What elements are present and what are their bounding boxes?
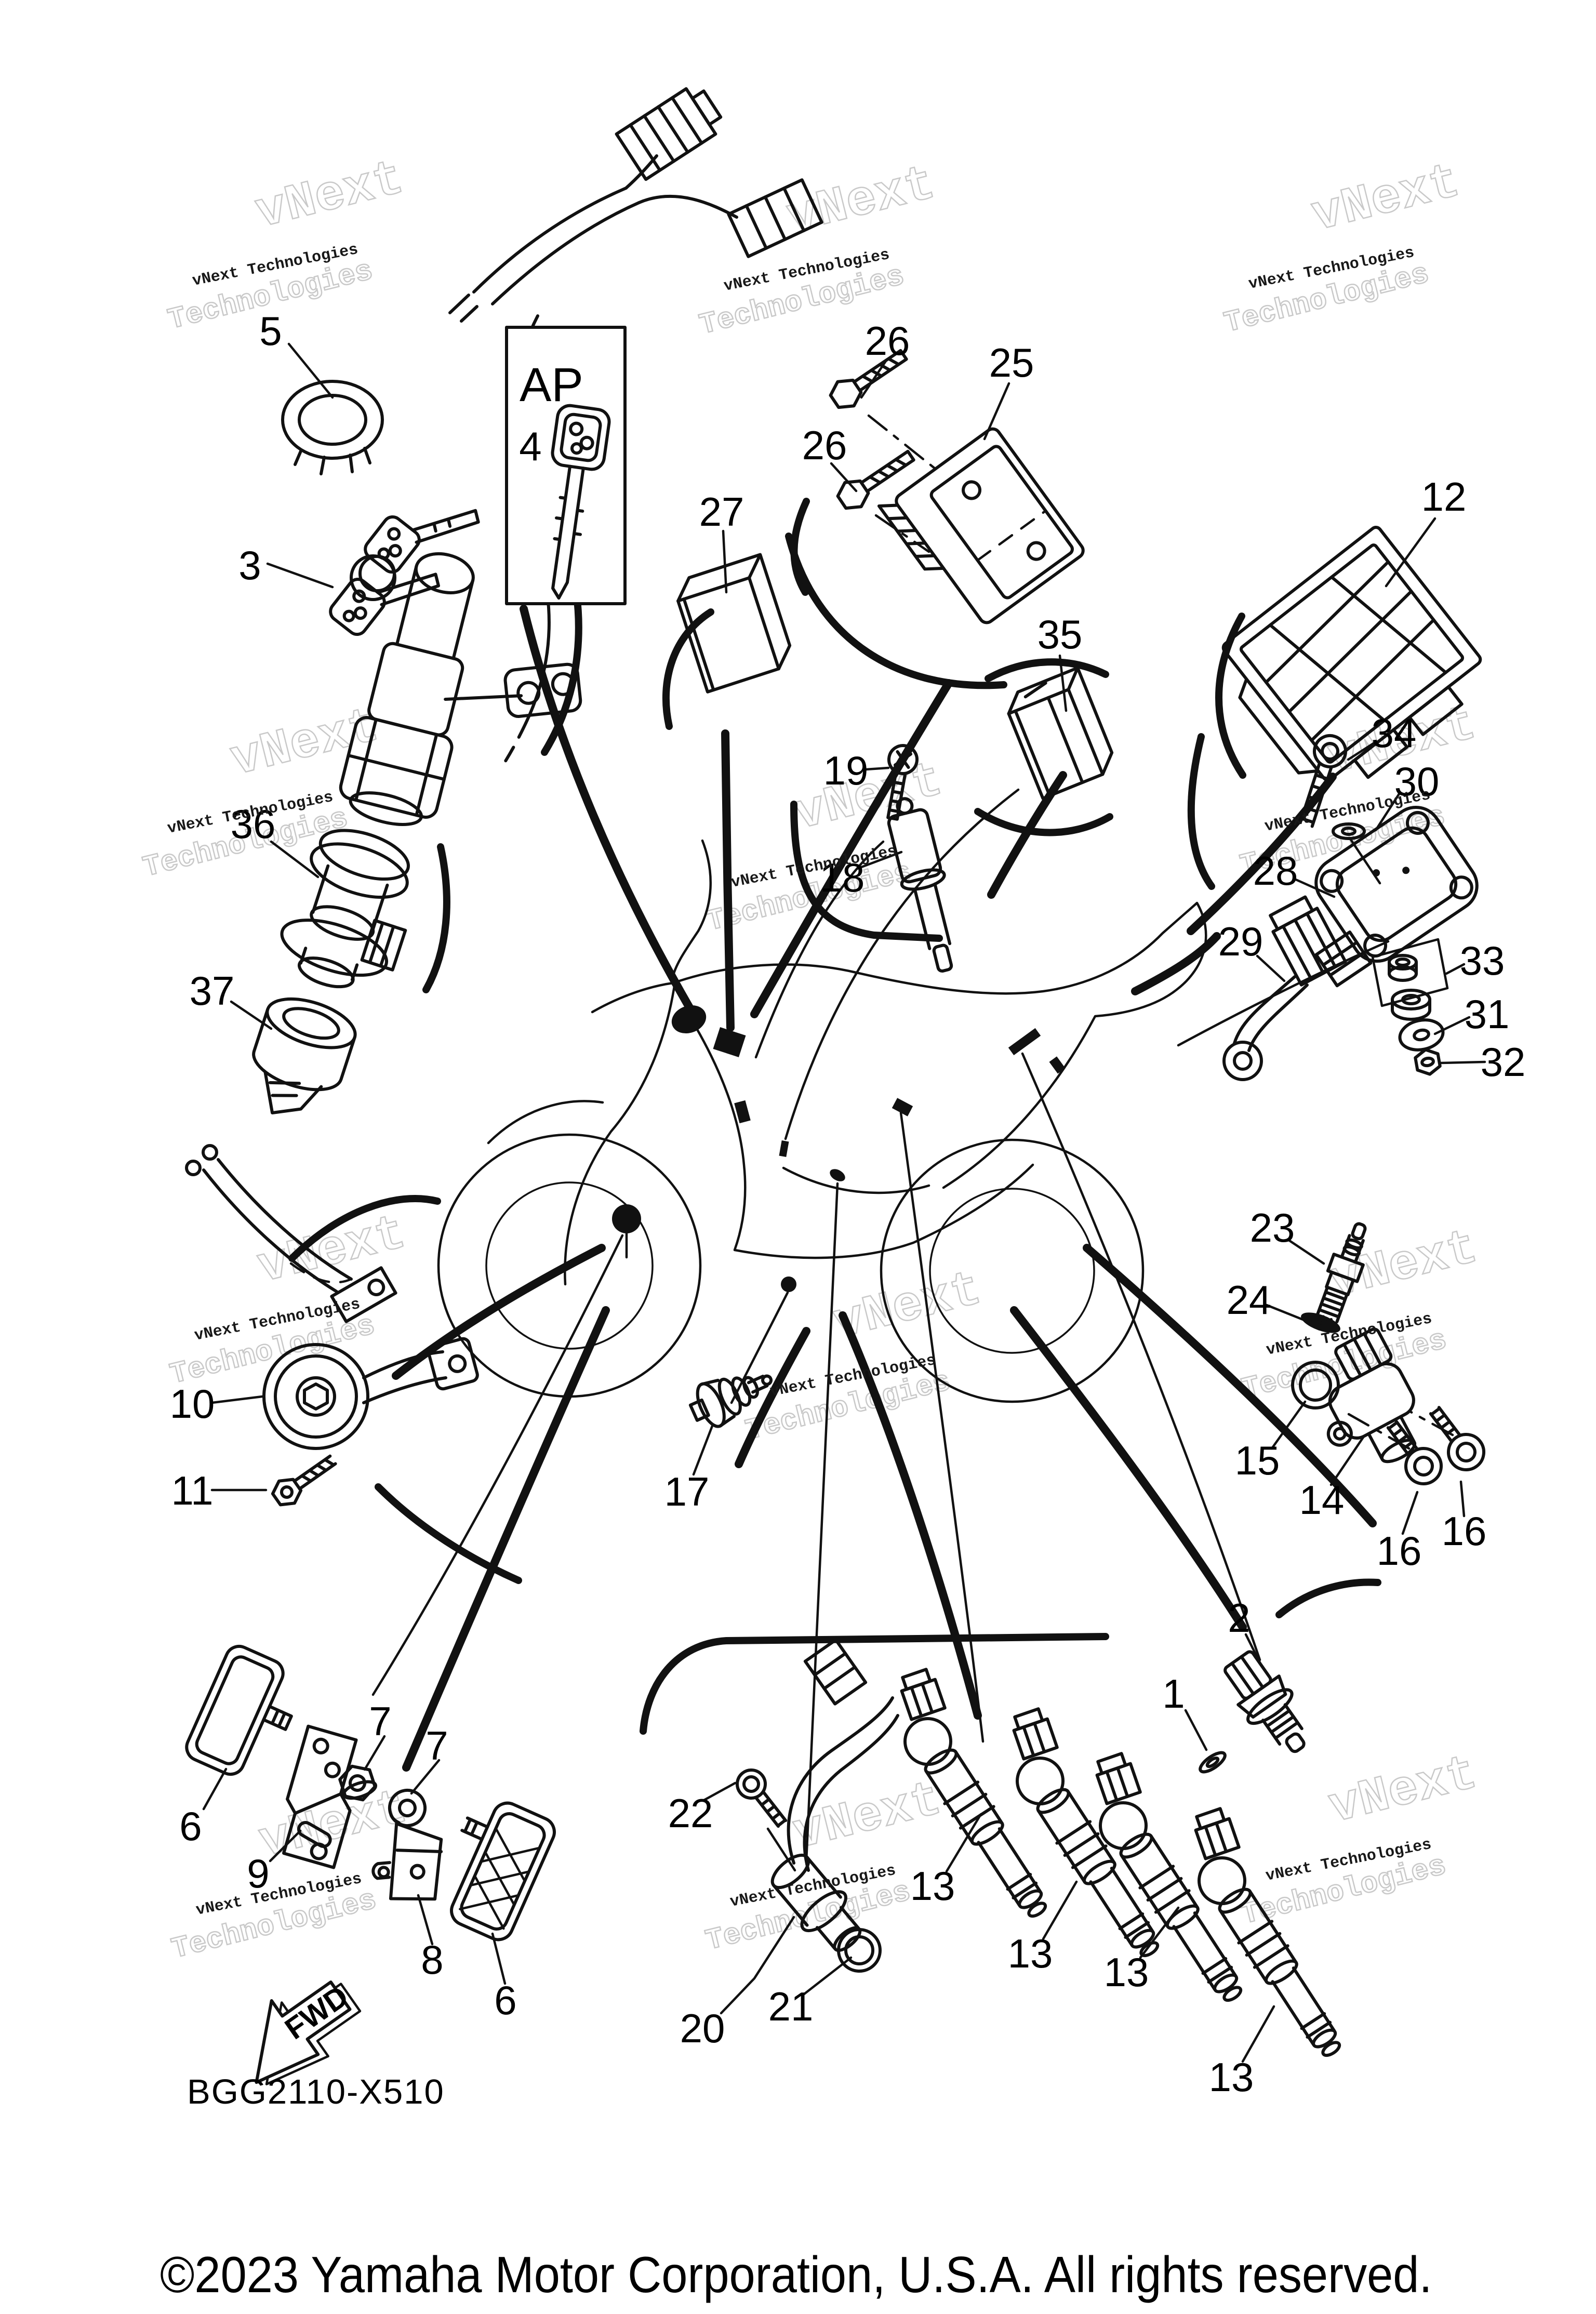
part-label-32: 32 — [1480, 1039, 1526, 1085]
leader-lines — [202, 342, 1486, 2063]
switch-17-art — [688, 1374, 773, 1428]
oring-15-art — [1291, 1361, 1340, 1409]
part-label-24: 24 — [1226, 1277, 1272, 1323]
part-label-6: 6 — [179, 1803, 202, 1849]
part-label-33: 33 — [1459, 938, 1505, 983]
blank-key-art — [551, 404, 611, 600]
bolt-22-axis — [766, 1827, 796, 1872]
part-label-16: 16 — [1376, 1528, 1422, 1574]
part-label-13: 13 — [910, 1863, 955, 1909]
grommet-33-art — [1371, 938, 1449, 1021]
part-label-20: 20 — [680, 2005, 725, 2051]
ring-art — [281, 380, 384, 475]
module-28-art — [1314, 805, 1479, 988]
part-label-21: 21 — [768, 1984, 814, 2029]
sensor-18-art — [887, 797, 953, 973]
sub-harness-29-art — [1222, 895, 1347, 1081]
sensor-20-art — [770, 1638, 899, 1952]
blob-pointer-lines — [371, 788, 1390, 1863]
part-label-27: 27 — [699, 489, 744, 535]
part-label-25: 25 — [989, 340, 1034, 385]
nut-7-art — [338, 1764, 378, 1802]
ap-inset: AP — [505, 326, 627, 605]
part-label-31: 31 — [1464, 991, 1510, 1037]
part-label-2: 2 — [1228, 1595, 1251, 1641]
main-switch-art — [329, 509, 582, 826]
part-label-5: 5 — [259, 308, 282, 354]
part-label-26: 26 — [864, 318, 910, 364]
part-label-23: 23 — [1249, 1205, 1295, 1251]
bracket-8-art — [371, 1822, 443, 1901]
socket-36-art — [280, 829, 410, 989]
part-label-4: 4 — [519, 423, 542, 469]
component-location-blobs — [612, 1005, 1066, 1292]
part-label-11: 11 — [171, 1468, 214, 1513]
part-label-15: 15 — [1234, 1438, 1280, 1483]
bolt-22-art — [736, 1768, 788, 1828]
part-label-6: 6 — [494, 1977, 517, 2023]
part-label-18: 18 — [819, 855, 865, 900]
diagram-code: BGG2110-X510 — [187, 2072, 445, 2111]
screw-19-art — [886, 744, 919, 821]
part-label-22: 22 — [668, 1790, 713, 1836]
part-label-16: 16 — [1441, 1508, 1487, 1554]
ap-inset-label: AP — [520, 358, 583, 411]
part-label-7: 7 — [369, 1698, 392, 1744]
part-label-9: 9 — [247, 1851, 270, 1896]
part-label-36: 36 — [230, 801, 276, 847]
sensor-14-art — [1326, 1327, 1417, 1464]
part-label-13: 13 — [1208, 2054, 1254, 2100]
part-label-3: 3 — [238, 542, 261, 588]
part-label-13: 13 — [1103, 1949, 1149, 1995]
oring-21-art — [837, 1928, 882, 1973]
relay-35-art — [1007, 666, 1114, 800]
part-label-7: 7 — [425, 1723, 448, 1768]
sensor-2-art — [1223, 1650, 1306, 1753]
horn-art — [185, 1144, 479, 1450]
rectifier-art — [877, 427, 1085, 624]
gasket-24-art — [1301, 1312, 1340, 1333]
part-label-26: 26 — [802, 422, 847, 468]
part-label-17: 17 — [664, 1469, 710, 1514]
part-label-19: 19 — [823, 748, 869, 793]
part-label-35: 35 — [1037, 611, 1083, 657]
bolt-16-art — [1347, 1406, 1485, 1485]
relay-27-art — [676, 553, 792, 694]
nut-32-art — [1414, 1048, 1442, 1076]
bracket-9-art — [282, 1724, 358, 1869]
part-label-8: 8 — [421, 1937, 444, 1983]
bolt-34-art — [1298, 734, 1381, 885]
motorcycle-sketch — [437, 839, 1207, 1403]
bolt-11-art — [271, 1454, 337, 1507]
part-label-34: 34 — [1371, 710, 1417, 756]
bolt-26-art — [829, 349, 937, 553]
ignition-coils-art — [900, 1668, 1341, 2057]
part-label-14: 14 — [1299, 1477, 1345, 1523]
part-label-28: 28 — [1253, 848, 1298, 894]
part-label-12: 12 — [1421, 474, 1467, 520]
reflector-6-right-art — [450, 1801, 556, 1941]
part-label-1: 1 — [1162, 1671, 1185, 1717]
part-label-30: 30 — [1394, 759, 1440, 804]
washer-1-art — [1199, 1751, 1227, 1774]
ecu-art — [1221, 526, 1482, 781]
part-label-13: 13 — [1007, 1931, 1053, 1976]
part-label-10: 10 — [169, 1381, 215, 1427]
cap-37-art — [252, 997, 357, 1114]
part-label-29: 29 — [1218, 919, 1264, 964]
washer-7-art — [388, 1789, 427, 1827]
reflector-6-left-art — [185, 1644, 293, 1776]
part-label-37: 37 — [189, 968, 235, 1014]
copyright-line: ©2023 Yamaha Motor Corporation, U.S.A. A… — [160, 2246, 1432, 2303]
radiating-lines — [392, 605, 1377, 1772]
